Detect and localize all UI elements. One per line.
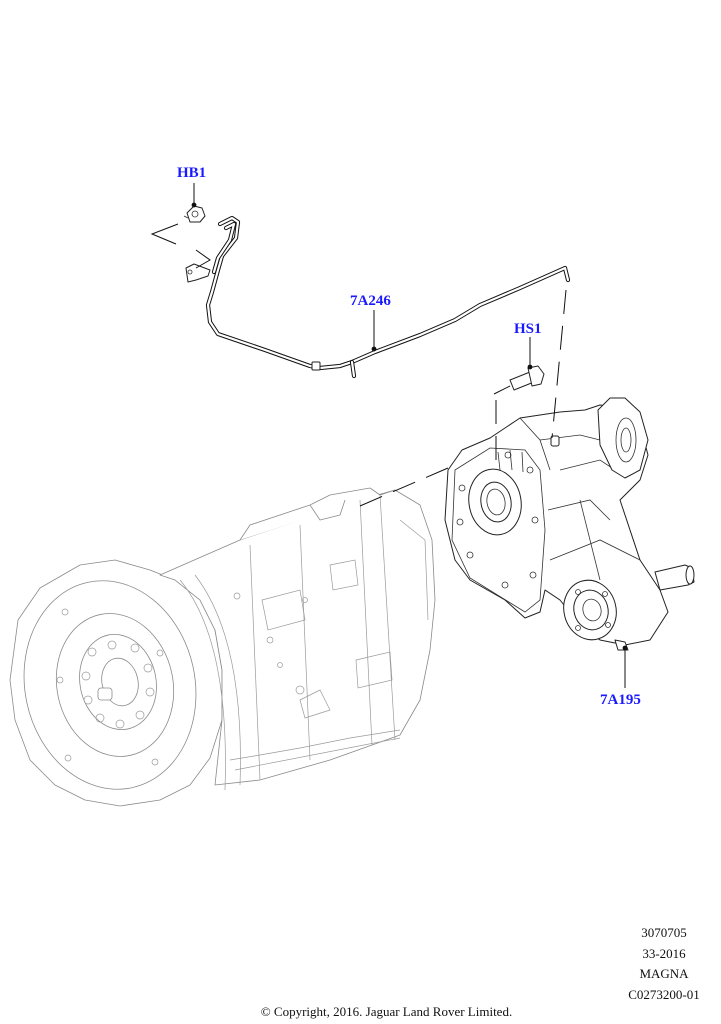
transmission-drawing (9, 487, 436, 807)
7a246-leader-dot (371, 346, 377, 352)
ref-number: 3070705 (641, 925, 687, 940)
assembly-line-transmission-to-case (359, 467, 449, 507)
callout-hb1[interactable]: HB1 (177, 165, 207, 181)
callout-7a195[interactable]: 7A195 (600, 692, 641, 708)
hb1-assembly-line (150, 223, 179, 245)
vent-tube-drawing (185, 215, 571, 379)
hb1-bolt-drawing (183, 205, 206, 223)
hs1-bolt-drawing (493, 365, 545, 395)
copyright-notice: © Copyright, 2016. Jaguar Land Rover Lim… (260, 1004, 513, 1019)
bracket-assembly-line (195, 249, 211, 269)
transfer-case-drawing (444, 397, 695, 651)
assembly-line-tube-to-case (551, 289, 567, 439)
hs1-leader-dot (527, 364, 533, 370)
callout-hs1[interactable]: HS1 (514, 321, 542, 337)
callout-7a246[interactable]: 7A246 (350, 293, 391, 309)
illustration-id: C0273200-01 (628, 986, 700, 1002)
hb1-leader-dot (191, 202, 197, 208)
date-code: 33-2016 (642, 945, 686, 961)
supplier-name: MAGNA (639, 966, 689, 981)
7a195-leader-dot (622, 645, 628, 651)
illustration-meta: 3070705 33-2016 MAGNA C0273200-01 (619, 923, 709, 1005)
